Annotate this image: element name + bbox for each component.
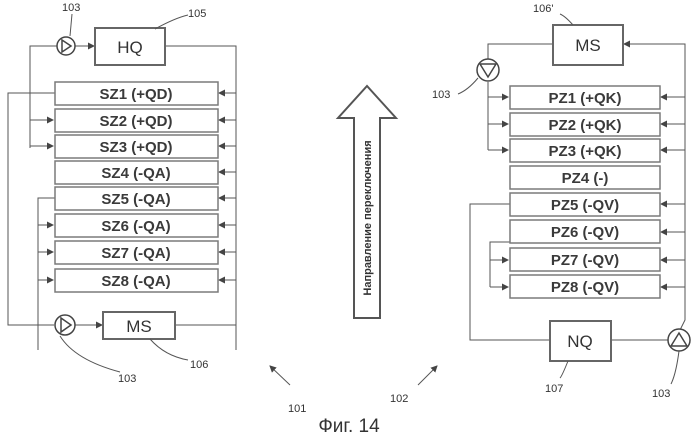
nq-box: NQ bbox=[550, 321, 611, 361]
left-ms-box: MS bbox=[103, 312, 175, 339]
ref-hq-box: 105 bbox=[188, 8, 206, 20]
zone-sz1-label: SZ1 (+QD) bbox=[100, 86, 173, 103]
zone-sz8-label: SZ8 (-QA) bbox=[101, 273, 170, 290]
zone-sz4-label: SZ4 (-QA) bbox=[101, 165, 170, 182]
label-right-system: 102 bbox=[390, 393, 408, 405]
ref-left-top-pump: 103 bbox=[62, 2, 80, 14]
ref-nq-box: 107 bbox=[545, 383, 563, 395]
zone-pz7-label: PZ7 (-QV) bbox=[551, 252, 619, 269]
zone-sz6-label: SZ6 (-QA) bbox=[101, 218, 170, 235]
zone-sz7-label: SZ7 (-QA) bbox=[101, 245, 170, 262]
hq-box: HQ bbox=[95, 28, 165, 65]
left-top-pump-icon bbox=[57, 37, 75, 55]
zone-pz1: PZ1 (+QK) bbox=[510, 86, 660, 109]
right-ms-box-label: MS bbox=[575, 36, 601, 55]
zone-sz3-label: SZ3 (+QD) bbox=[100, 139, 173, 156]
system-labels: 101 102 bbox=[270, 366, 437, 415]
zone-pz6-label: PZ6 (-QV) bbox=[551, 224, 619, 241]
left-zones: SZ1 (+QD) SZ2 (+QD) SZ3 (+QD) SZ4 (-QA) … bbox=[55, 82, 218, 292]
nq-box-label: NQ bbox=[567, 332, 593, 351]
left-bottom-pump-icon bbox=[55, 315, 75, 335]
left-output-branches bbox=[219, 93, 236, 280]
switch-direction-label: Направление переключения bbox=[362, 140, 374, 295]
zone-pz4: PZ4 (-) bbox=[510, 166, 660, 189]
zone-sz3: SZ3 (+QD) bbox=[55, 135, 218, 158]
right-input-branches bbox=[488, 97, 508, 287]
zone-sz7: SZ7 (-QA) bbox=[55, 241, 218, 264]
hq-box-label: HQ bbox=[117, 38, 143, 57]
right-top-pump-icon bbox=[477, 59, 499, 81]
ref-left-bottom-pump: 103 bbox=[118, 373, 136, 385]
zone-pz7: PZ7 (-QV) bbox=[510, 248, 660, 271]
zone-sz5: SZ5 (-QA) bbox=[55, 187, 218, 210]
ref-right-ms-box: 106' bbox=[533, 3, 553, 15]
zone-pz8-label: PZ8 (-QV) bbox=[551, 279, 619, 296]
zone-pz5-label: PZ5 (-QV) bbox=[551, 197, 619, 214]
zone-pz2: PZ2 (+QK) bbox=[510, 113, 660, 136]
right-zones: PZ1 (+QK) PZ2 (+QK) PZ3 (+QK) PZ4 (-) PZ… bbox=[510, 86, 660, 298]
zone-pz3-label: PZ3 (+QK) bbox=[549, 143, 622, 160]
right-output-branches bbox=[661, 97, 685, 287]
label-left-system: 101 bbox=[288, 403, 306, 415]
zone-pz6: PZ6 (-QV) bbox=[510, 220, 660, 243]
zone-pz1-label: PZ1 (+QK) bbox=[549, 90, 622, 107]
right-ms-box: MS bbox=[553, 25, 623, 65]
zone-sz2: SZ2 (+QD) bbox=[55, 109, 218, 132]
zone-sz4: SZ4 (-QA) bbox=[55, 161, 218, 184]
zone-sz6: SZ6 (-QA) bbox=[55, 214, 218, 237]
figure-caption: Фиг. 14 bbox=[318, 416, 380, 437]
zone-sz2-label: SZ2 (+QD) bbox=[100, 113, 173, 130]
zone-sz5-label: SZ5 (-QA) bbox=[101, 191, 170, 208]
ref-left-ms-box: 106 bbox=[190, 359, 208, 371]
zone-sz8: SZ8 (-QA) bbox=[55, 269, 218, 292]
zone-pz5: PZ5 (-QV) bbox=[510, 193, 660, 216]
switch-direction-arrow: Направление переключения bbox=[338, 86, 396, 318]
left-ms-box-label: MS bbox=[126, 317, 152, 336]
zone-pz2-label: PZ2 (+QK) bbox=[549, 117, 622, 134]
zone-pz4-label: PZ4 (-) bbox=[562, 170, 609, 187]
right-bottom-pump-icon bbox=[668, 329, 690, 351]
zone-pz3: PZ3 (+QK) bbox=[510, 139, 660, 162]
zone-sz1: SZ1 (+QD) bbox=[55, 82, 218, 105]
left-input-branches bbox=[30, 120, 53, 280]
ref-right-bottom-pump: 103 bbox=[652, 388, 670, 400]
ref-right-top-pump: 103 bbox=[432, 89, 450, 101]
zone-pz8: PZ8 (-QV) bbox=[510, 275, 660, 298]
